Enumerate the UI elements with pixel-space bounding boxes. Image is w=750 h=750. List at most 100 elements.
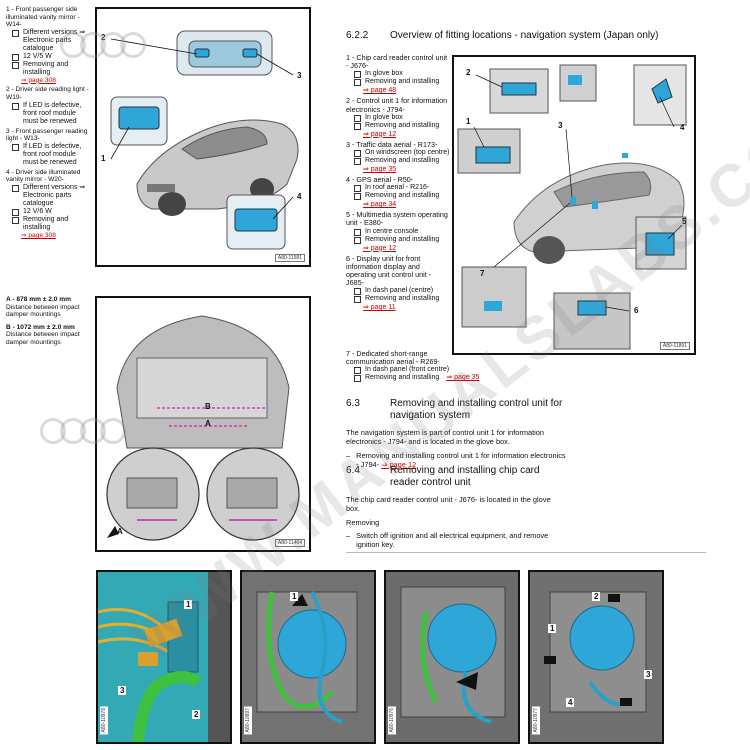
navigation-car-illustration	[457, 64, 687, 350]
bullet-text: In dash panel (centre)	[365, 287, 434, 295]
callout-4: 4	[297, 192, 302, 201]
label-a-top: A	[205, 419, 211, 428]
step-text: Removing and installing control unit 1 f…	[356, 451, 566, 469]
bullet-text: 12 V/5 W	[23, 52, 52, 60]
figure-id: A80-10977	[532, 705, 540, 734]
divider	[346, 552, 706, 553]
list-item-title: 4 - Driver side illuminated vanity mirro…	[6, 168, 81, 184]
section-64: 6.4 Removing and installing chip card re…	[346, 465, 566, 549]
unit-photo-illustration	[242, 572, 374, 742]
car-illustration	[110, 30, 299, 250]
callout-1: 1	[101, 154, 106, 163]
brand-rings-watermark	[40, 418, 126, 444]
checkbox-bullet-icon	[354, 150, 361, 158]
section-number: 6.2.2	[346, 30, 369, 41]
checkbox-bullet-icon	[354, 185, 361, 193]
brand-rings-watermark	[60, 32, 146, 58]
figure-id: A80-11464	[274, 539, 305, 547]
page-link[interactable]: ⇒ page 12	[363, 130, 397, 138]
bullet-text: In dash panel (front centre)	[365, 366, 450, 374]
page-link[interactable]: ⇒ page 35	[446, 374, 480, 382]
checkbox-bullet-icon	[354, 71, 361, 79]
section-title: Removing and installing chip card reader…	[390, 465, 540, 488]
page-link[interactable]: ⇒ page 48	[363, 87, 397, 95]
section-number: 6.3	[346, 398, 360, 409]
figure-id: A80-10976	[388, 705, 396, 734]
list-item-title: 1 - Front passenger side illuminated van…	[6, 6, 80, 29]
dash-bullet: –	[346, 451, 351, 460]
bullet-text: In glove box	[365, 113, 403, 121]
left-top-list: 1 - Front passenger side illuminated van…	[6, 6, 92, 240]
bullet-text: On windscreen (top centre)	[365, 149, 450, 157]
page-link[interactable]: ⇒ page 12	[381, 460, 417, 469]
list-item-title: 2 - Driver side reading light - W19-	[6, 86, 89, 101]
checkbox-bullet-icon	[12, 216, 19, 224]
checkbox-bullet-icon	[354, 228, 361, 236]
bullet-text: Removing and installing	[23, 60, 69, 76]
section-number: 6.4	[346, 465, 360, 476]
callout-3: 3	[297, 71, 302, 80]
bullet-text: Removing and installing	[365, 374, 440, 382]
checkbox-bullet-icon	[354, 236, 361, 244]
paragraph: The chip card reader control unit - J676…	[346, 495, 551, 513]
checkbox-bullet-icon	[12, 184, 19, 192]
callout-2: 2	[192, 710, 201, 719]
list-item: 5 - Multimedia system operating unit - E…	[346, 210, 450, 252]
section-63: 6.3 Removing and installing control unit…	[346, 398, 566, 469]
chassis-illustration	[106, 315, 300, 541]
label-b-top: B	[205, 402, 211, 411]
list-item-title: 5 - Multimedia system operating unit - E…	[346, 210, 448, 228]
checkbox-bullet-icon	[354, 122, 361, 130]
label-a-bottom: A	[117, 527, 123, 536]
checkbox-bullet-icon	[354, 158, 361, 166]
figure-navigation-locations: 1 2 3 4 5 6 7 A80-11891	[452, 55, 696, 355]
callout-2: 2	[466, 68, 471, 77]
dimensions-list: A - 878 mm ± 2.0 mm Distance between imp…	[6, 296, 94, 347]
callout-1: 1	[184, 600, 193, 609]
list-item: 3 - Front passenger reading light - W13-…	[6, 128, 92, 167]
callout-3: 3	[558, 121, 563, 130]
section-title: Removing and installing control unit for…	[390, 398, 563, 421]
page-link[interactable]: ⇒ page 12	[363, 244, 397, 252]
list-item: 4 - GPS aerial - R50- In roof aerial - R…	[346, 175, 450, 209]
page-link[interactable]: ⇒ page 308	[21, 231, 56, 239]
callout-5: 5	[682, 217, 687, 226]
bullet-text: Removing and installing	[365, 121, 440, 129]
callout-1: 1	[548, 624, 557, 633]
section-title: Overview of fitting locations - navigati…	[390, 30, 659, 41]
dash-bullet: –	[346, 531, 351, 540]
list-item-title: 3 - Traffic data aerial - R173-	[346, 139, 438, 149]
figure-id: A80-11581	[274, 254, 305, 262]
page-link[interactable]: ⇒ page 11	[363, 304, 396, 312]
unit-photo-illustration	[386, 572, 518, 742]
connector-photo-illustration	[98, 572, 230, 742]
checkbox-bullet-icon	[12, 53, 19, 61]
page-link[interactable]: ⇒ page 34	[363, 201, 397, 209]
page-link[interactable]: ⇒ page 308	[21, 76, 56, 84]
list-item: 7 - Dedicated short-range communication …	[346, 349, 526, 383]
nav-parts-list: 1 - Chip card reader control unit - J676…	[346, 53, 450, 314]
callout-3: 3	[644, 670, 653, 679]
photo-unit-1: 1 A80-10897	[240, 570, 376, 744]
callout-2: 2	[592, 592, 601, 601]
checkbox-bullet-icon	[354, 114, 361, 122]
bullet-text: Removing and installing	[365, 295, 440, 303]
removing-label: Removing	[346, 518, 380, 527]
list-item-title: 7 - Dedicated short-range communication …	[346, 349, 440, 367]
checkbox-bullet-icon	[354, 367, 361, 375]
bullet-text: Removing and installing	[365, 78, 440, 86]
figure-id: A80-10897	[244, 705, 252, 734]
checkbox-bullet-icon	[354, 375, 361, 383]
list-item: 1 - Chip card reader control unit - J676…	[346, 53, 450, 95]
list-item: 1 - Front passenger side illuminated van…	[6, 6, 92, 84]
page-link[interactable]: ⇒ page 35	[363, 166, 397, 174]
callout-4: 4	[566, 698, 575, 707]
callout-6: 6	[634, 306, 639, 315]
bullet-text: If LED is defective, front roof module m…	[23, 142, 82, 166]
dimension-a-desc: Distance between impact damper mountings	[6, 303, 80, 319]
checkbox-bullet-icon	[354, 288, 361, 296]
dimension-b-desc: Distance between impact damper mountings	[6, 331, 80, 346]
bullet-text: Removing and installing	[365, 157, 440, 165]
bullet-text: Removing and installing	[365, 235, 440, 243]
checkbox-bullet-icon	[12, 61, 19, 69]
